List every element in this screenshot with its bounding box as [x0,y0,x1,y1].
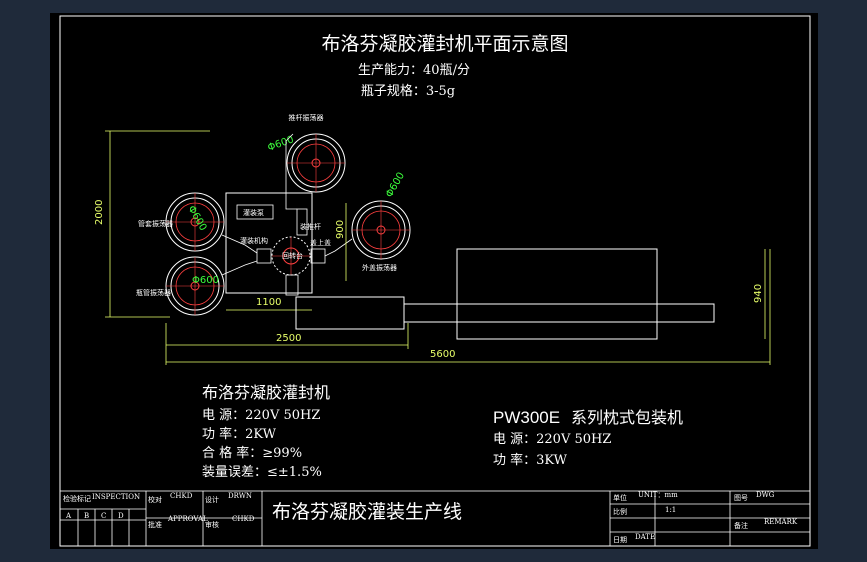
cad-drawing: 布洛芬凝胶灌封机平面示意图 生产能力：40瓶/分 瓶子规格：3-5g 推杆振荡器… [59,15,811,547]
push-rod-feeder-label: 推杆振荡器 [289,113,324,122]
dim-phi-left: Φ600 [185,204,208,233]
dim-phi-bottom: Φ600 [192,275,219,286]
tube-feeder-label: 管套振荡器 [138,219,173,228]
review-en: CHKD [232,515,255,523]
designed-en: DRWN [228,492,252,500]
drawing-title: 布洛芬凝胶灌封机平面示意图 [321,33,568,55]
machine1-pass-rate: 合 格 率：≥99% [202,445,302,461]
grade-b: B [84,512,89,520]
capacity-text: 生产能力：40瓶/分 [358,63,470,78]
bottle-feeder [165,256,225,316]
conveyor-2 [403,303,715,323]
date-en: DATE [635,533,655,541]
date-label: 日期 [613,536,627,544]
conveyor-1 [295,296,405,330]
dim-phi-right: Φ600 [384,171,407,200]
drawing-no-en: DWG [756,491,775,499]
dim-phi-top: Φ600 [266,134,295,154]
check-en: CHKD [170,492,193,500]
dim-900: 900 [335,220,346,239]
dim-2500: 2500 [276,333,301,344]
scale-value: 1:1 [665,506,676,514]
grade-a: A [65,512,72,520]
dim-1100: 1100 [256,297,281,308]
machine2-power-source: 电 源：220V 50HZ [493,432,611,447]
dim-height-total: 2000 [94,200,105,225]
inspection-en: INSPECTION [92,493,140,501]
dim-940: 940 [753,284,764,303]
machine1-name: 布洛芬凝胶灌封机 [202,383,330,402]
grade-d: D [118,512,124,520]
filler-body [221,133,353,296]
turntable-label: 回转台 [282,251,303,260]
dispenser-label: 灌装机构 [240,236,268,245]
remark-en: REMARK [764,518,798,526]
remark-label: 备注 [734,521,748,530]
push-rod-feeder [286,133,346,193]
check-label: 校对 [148,495,162,504]
inspection-label: 检验标记 [63,494,91,503]
designed-label: 设计 [205,495,219,504]
machine1-loading-error: 装量误差：≤±1.5% [202,465,322,480]
filling-pump-label: 灌装泵 [243,208,264,217]
unit-en: UNIT：mm [638,491,678,499]
machine2-name-cn: 系列枕式包装机 [571,408,683,427]
bottle-feeder-label: 瓶管振荡器 [136,288,171,297]
approved-label: 批准 [148,520,162,529]
scale-label: 比例 [613,507,627,516]
outer-cap-feeder-label: 外盖振荡器 [362,263,397,272]
machine1-power-source: 电 源：220V 50HZ [202,408,320,423]
tube-feeder [165,192,225,252]
title-block [59,490,811,547]
pillow-packer-outline [456,248,658,340]
bottle-spec-text: 瓶子规格：3-5g [361,83,455,99]
dimension-lines [105,130,771,365]
push-rod-station-label: 装推杆 [300,222,321,231]
outer-cap-feeder [351,200,411,260]
machine2-name-latin: PW300E [493,408,560,427]
unit-label: 单位 [613,493,627,502]
dim-5600: 5600 [430,349,455,360]
drawing-no-label: 图号 [734,494,748,502]
machine1-power: 功 率：2KW [202,426,277,442]
machine2-power: 功 率：3KW [493,452,568,468]
drawing-sheet: 布洛芬凝胶灌封机平面示意图 生产能力：40瓶/分 瓶子规格：3-5g 推杆振荡器… [50,13,818,549]
title-block-main-title: 布洛芬凝胶灌装生产线 [272,501,462,523]
approved-en: APPROVAL [167,515,208,523]
grade-c: C [101,512,106,520]
capping-station-label: 盖上盖 [310,238,331,247]
review-label: 审核 [205,520,219,529]
